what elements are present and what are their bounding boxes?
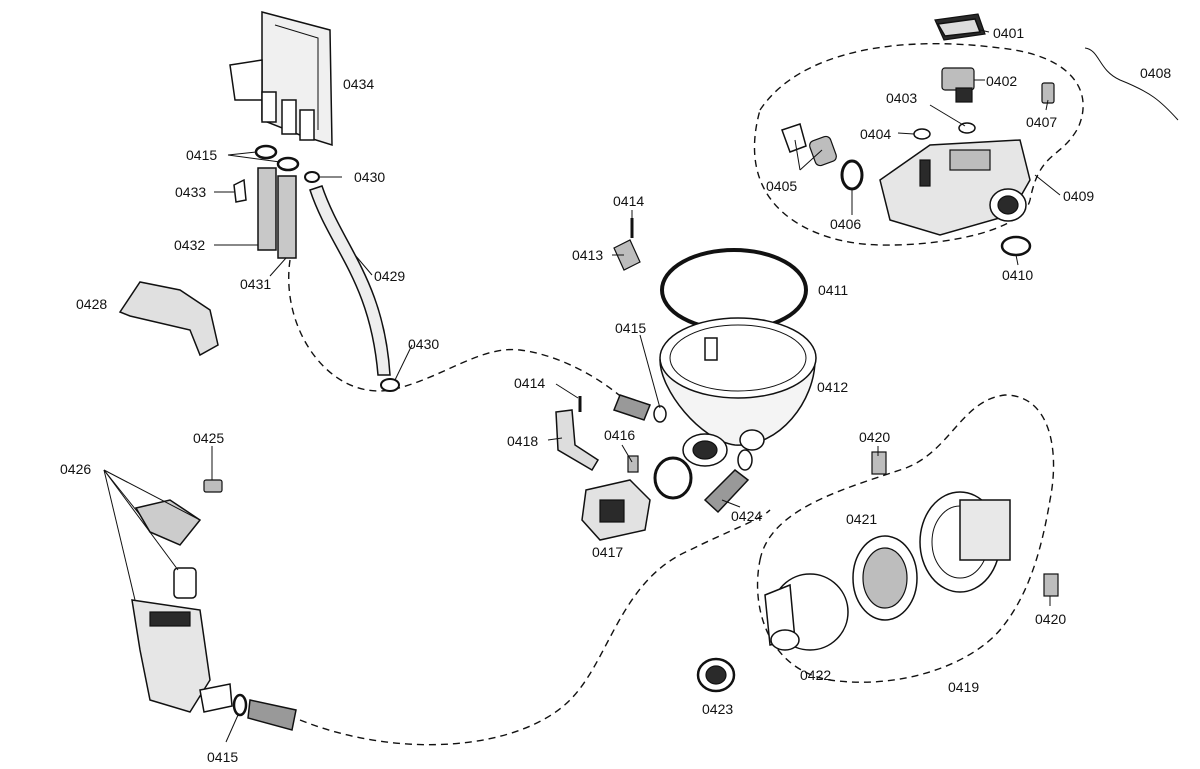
part-0407-clip — [1041, 82, 1055, 104]
label-0414-lower: 0414 — [514, 375, 545, 391]
label-0407: 0407 — [1026, 114, 1057, 130]
label-0411: 0411 — [818, 282, 848, 298]
part-0415-ring-right — [276, 156, 300, 172]
part-0422-pump-housing — [764, 573, 849, 651]
part-0418-bracket — [555, 409, 600, 472]
part-0408-wire — [1084, 47, 1179, 121]
part-0420-clip-right — [1043, 573, 1059, 597]
part-0405-sensor — [781, 123, 837, 167]
part-0432-bellows — [257, 167, 277, 251]
label-0415-sump: 0415 — [615, 320, 646, 336]
dashed-connection-hose-to-sump — [288, 259, 626, 401]
part-0421-impeller-housing — [852, 535, 918, 621]
leader-lines — [103, 29, 1061, 743]
label-0415-bottom: 0415 — [207, 749, 238, 765]
part-0413-bracket — [613, 239, 641, 271]
label-0410: 0410 — [1002, 267, 1033, 283]
part-0403-ring — [958, 122, 976, 134]
part-0420-clip-upper — [871, 451, 887, 475]
label-0434: 0434 — [343, 76, 374, 92]
part-0430-clamp-lower — [380, 378, 400, 392]
label-0401: 0401 — [993, 25, 1024, 41]
part-0431-bellows — [277, 175, 297, 259]
label-0419: 0419 — [948, 679, 979, 695]
part-0412-sump — [659, 317, 817, 467]
label-0425: 0425 — [193, 430, 224, 446]
label-0428: 0428 — [76, 296, 107, 312]
part-0410-clamp — [1000, 235, 1032, 257]
part-0417-drain-pump — [581, 479, 651, 541]
part-0406-oring — [840, 159, 864, 191]
label-0420-right: 0420 — [1035, 611, 1066, 627]
part-0423-grommet — [696, 657, 736, 693]
heater-assembly-group-outline — [753, 42, 1084, 246]
part-0429-hose — [309, 185, 391, 376]
part-0424-hose — [653, 449, 753, 514]
label-0405: 0405 — [766, 178, 797, 194]
label-0402: 0402 — [986, 73, 1017, 89]
label-0430-lower: 0430 — [408, 336, 439, 352]
part-0415-ring-bottom — [232, 693, 248, 717]
label-0423: 0423 — [702, 701, 733, 717]
part-0426-valve-assembly — [131, 499, 233, 713]
part-0409-heater — [879, 139, 1031, 236]
label-0413: 0413 — [572, 247, 603, 263]
label-0414-upper: 0414 — [613, 193, 644, 209]
part-0416-clip — [627, 455, 639, 473]
label-0404: 0404 — [860, 126, 891, 142]
part-0434-air-break — [229, 11, 333, 147]
part-0428-cover — [118, 281, 219, 357]
label-0431: 0431 — [240, 276, 271, 292]
dashed-connection-drain-to-pump — [299, 509, 771, 746]
label-0418: 0418 — [507, 433, 538, 449]
label-0406: 0406 — [830, 216, 861, 232]
part-0402-sensor — [941, 67, 975, 103]
label-0420-upper: 0420 — [859, 429, 890, 445]
label-0421: 0421 — [846, 511, 877, 527]
label-0417: 0417 — [592, 544, 623, 560]
part-0415-ring-left — [254, 144, 278, 160]
label-0429: 0429 — [374, 268, 405, 284]
label-0424: 0424 — [731, 508, 762, 524]
label-0409: 0409 — [1063, 188, 1094, 204]
label-0432: 0432 — [174, 237, 205, 253]
label-0430-upper: 0430 — [354, 169, 385, 185]
label-0415-top: 0415 — [186, 147, 217, 163]
part-0425-spring — [203, 479, 223, 493]
label-0408: 0408 — [1140, 65, 1171, 81]
part-0401-cover — [934, 13, 986, 41]
label-0416: 0416 — [604, 427, 635, 443]
part-0415-hose-bottom — [247, 699, 297, 731]
part-0419-circulation-motor — [919, 491, 1011, 593]
label-0403: 0403 — [886, 90, 917, 106]
part-0415-hose-sump — [613, 394, 667, 423]
part-0404-ring — [913, 128, 931, 140]
pump-assembly-group-outline — [756, 394, 1055, 683]
label-0433: 0433 — [175, 184, 206, 200]
label-0422: 0422 — [800, 667, 831, 683]
label-0412: 0412 — [817, 379, 848, 395]
label-0426: 0426 — [60, 461, 91, 477]
part-0433-clip — [233, 178, 247, 203]
part-0430-clamp-upper — [304, 171, 320, 183]
